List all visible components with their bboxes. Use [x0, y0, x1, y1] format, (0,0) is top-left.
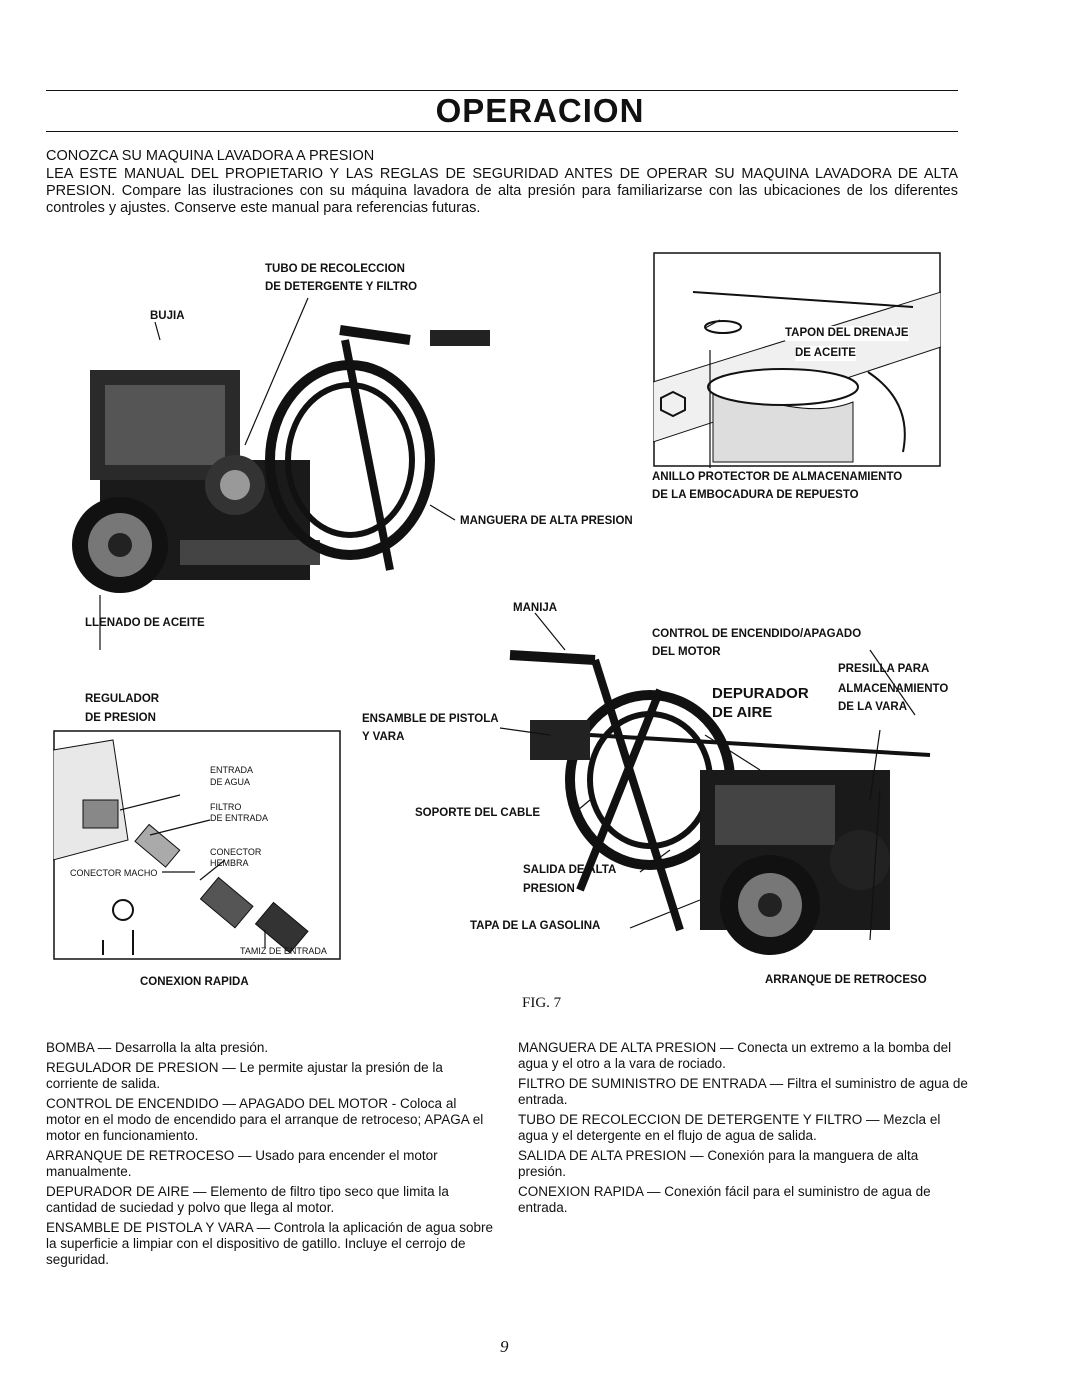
- desc-tubo-recoleccion: TUBO DE RECOLECCION DE DETERGENTE Y FILT…: [518, 1112, 941, 1143]
- intro-paragraph: LEA ESTE MANUAL DEL PROPIETARIO Y LAS RE…: [46, 166, 958, 216]
- label-entrada-agua-2: DE AGUA: [210, 777, 251, 787]
- label-conexion-rapida: CONEXION RAPIDA: [140, 976, 249, 988]
- figure-caption: FIG. 7: [522, 995, 562, 1011]
- label-tubo-recoleccion-1: TUBO DE RECOLECCION: [265, 263, 405, 275]
- descriptions-right-column: MANGUERA DE ALTA PRESION — Conecta un ex…: [518, 1040, 968, 1220]
- label-regulador-2: DE PRESION: [85, 712, 156, 724]
- quick-connect-inset-illustration: [53, 730, 341, 960]
- label-bujia: BUJIA: [150, 310, 185, 322]
- label-ensamble-pistola-2: Y VARA: [362, 731, 405, 743]
- label-depurador-1: DEPURADOR: [712, 685, 809, 702]
- label-presilla-3: DE LA VARA: [838, 701, 907, 713]
- intro-heading: CONOZCA SU MAQUINA LAVADORA A PRESION: [46, 148, 375, 164]
- label-control-encendido-2: DEL MOTOR: [652, 646, 721, 658]
- label-anillo-protector-1: ANILLO PROTECTOR DE ALMACENAMIENTO: [652, 471, 903, 483]
- label-filtro-entrada-2: DE ENTRADA: [210, 813, 269, 823]
- label-arranque-retroceso: ARRANQUE DE RETROCESO: [765, 974, 927, 986]
- label-presilla-2: ALMACENAMIENTO: [838, 683, 949, 695]
- label-entrada-agua-1: ENTRADA: [210, 765, 254, 775]
- label-salida-alta-presion-1: SALIDA DE ALTA: [523, 864, 617, 876]
- descriptions-left-column: BOMBA — Desarrolla la alta presión. REGU…: [46, 1040, 494, 1272]
- pressure-washer-rear-illustration: [509, 650, 931, 955]
- label-salida-alta-presion-2: PRESION: [523, 883, 575, 895]
- label-tubo-recoleccion-2: DE DETERGENTE Y FILTRO: [265, 281, 418, 293]
- label-depurador-2: DE AIRE: [712, 704, 773, 721]
- desc-filtro-suministro: FILTRO DE SUMINISTRO DE ENTRADA — Filtra…: [518, 1076, 968, 1107]
- desc-salida-alta-presion: SALIDA DE ALTA PRESION — Conexión para l…: [518, 1148, 919, 1179]
- drain-plug-inset-illustration: [653, 252, 941, 467]
- label-conector-macho: CONECTOR MACHO: [70, 868, 158, 879]
- desc-manguera: MANGUERA DE ALTA PRESION — Conecta un ex…: [518, 1040, 952, 1071]
- desc-conexion-rapida: CONEXION RAPIDA — Conexión fácil para el…: [518, 1184, 931, 1215]
- desc-ensamble: ENSAMBLE DE PISTOLA Y VARA — Controla la…: [46, 1220, 493, 1267]
- desc-regulador: REGULADOR DE PRESION — Le permite ajusta…: [46, 1060, 443, 1091]
- desc-bomba: BOMBA — Desarrolla la alta presión.: [46, 1040, 269, 1055]
- label-tapa-gasolina: TAPA DE LA GASOLINA: [470, 920, 601, 932]
- label-filtro-entrada-1: FILTRO: [210, 802, 242, 812]
- label-conector-hembra-2: HEMBRA: [210, 858, 249, 868]
- desc-depurador: DEPURADOR DE AIRE — Elemento de filtro t…: [46, 1184, 449, 1215]
- label-manija: MANIJA: [513, 602, 558, 614]
- label-tapon-drenaje-2: DE ACEITE: [795, 346, 856, 361]
- label-control-encendido-1: CONTROL DE ENCENDIDO/APAGADO: [652, 628, 862, 640]
- label-tapon-drenaje-1: TAPON DEL DRENAJE: [785, 326, 909, 341]
- label-anillo-protector-2: DE LA EMBOCADURA DE REPUESTO: [652, 489, 859, 501]
- label-ensamble-pistola-1: ENSAMBLE DE PISTOLA: [362, 713, 499, 725]
- label-llenado-aceite: LLENADO DE ACEITE: [85, 617, 205, 629]
- desc-arranque: ARRANQUE DE RETROCESO — Usado para encen…: [46, 1148, 438, 1179]
- header-bottom-rule: [46, 131, 958, 132]
- pressure-washer-front-illustration: [72, 325, 490, 593]
- label-soporte-cable: SOPORTE DEL CABLE: [415, 807, 541, 819]
- label-presilla-1: PRESILLA PARA: [838, 663, 930, 675]
- label-regulador-1: REGULADOR: [85, 693, 160, 705]
- label-manguera-alta-presion: MANGUERA DE ALTA PRESION: [460, 515, 633, 527]
- page-number: 9: [500, 1337, 509, 1356]
- desc-control-encendido: CONTROL DE ENCENDIDO — APAGADO DEL MOTOR…: [46, 1096, 484, 1143]
- page-title: OPERACION: [435, 92, 645, 129]
- header-top-rule: [46, 90, 958, 91]
- label-tamiz-entrada: TAMIZ DE ENTRADA: [240, 946, 327, 956]
- label-conector-hembra-1: CONECTOR: [210, 847, 262, 857]
